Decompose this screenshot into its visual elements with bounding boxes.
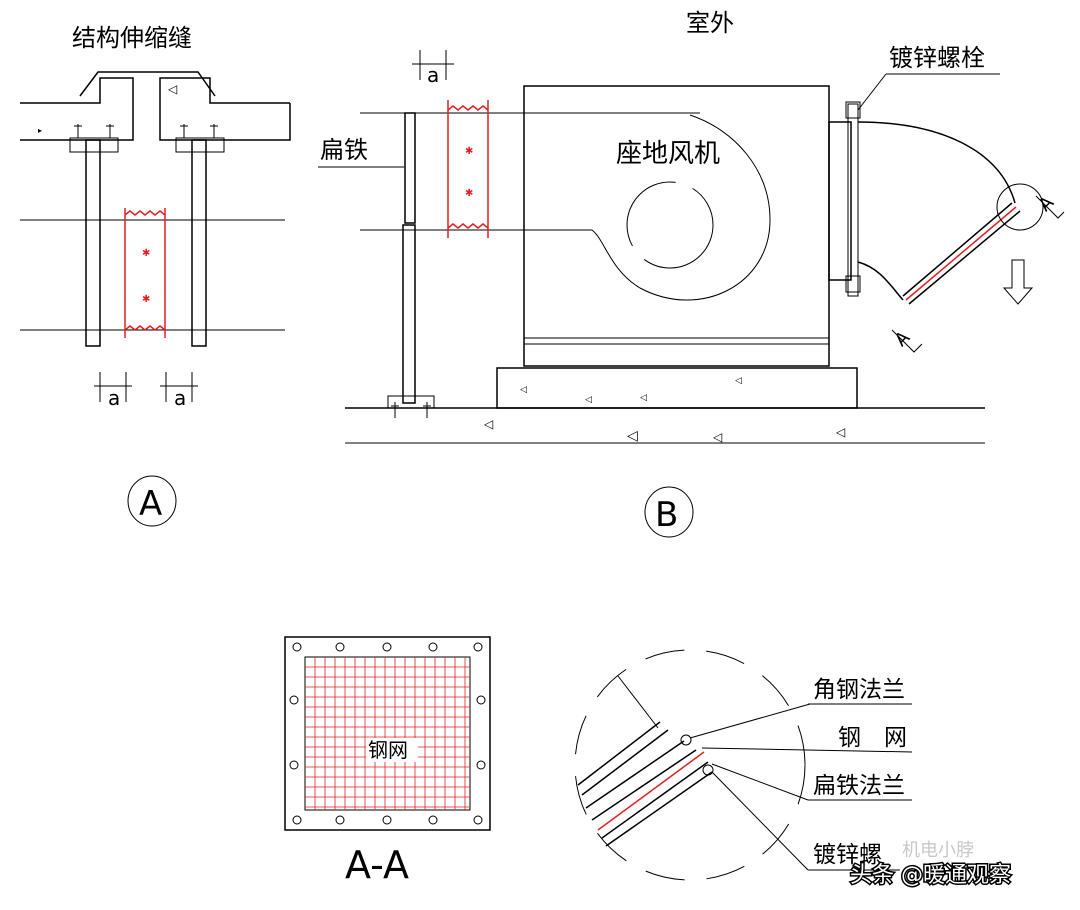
svg-text:◁: ◁ [520,385,527,395]
flat-iron-label: 扁铁 [320,136,368,164]
watermark: 机电小脖 头条 @暖通观察 [849,840,1013,890]
svg-text:a: a [427,63,439,87]
svg-text:◁: ◁ [483,417,493,431]
detail-b: 室外 镀锌螺栓 a 扁铁 ✱ ✱ [318,9,1065,538]
elbow-outer [857,121,1016,204]
fan-volute [545,114,771,301]
expansion-joint-label: 结构伸缩缝 [72,24,192,52]
watermark-faint: 机电小脖 [902,840,974,861]
svg-text:◁: ◁ [735,376,742,386]
section-title: A-A [345,843,409,887]
section-mark-top: A [1035,192,1065,219]
right-post [191,139,207,347]
angle-flange-label: 角钢法兰 [813,677,905,703]
fan-housing [523,85,830,367]
inclined-outlet [902,202,1021,305]
airflow-down-arrow [1002,259,1034,305]
elbow-inner [857,261,904,301]
enlarged-detail: 角钢法兰 钢 网 扁铁法兰 镀锌螺 [574,649,913,881]
left-post [85,139,101,347]
mesh-flange-frame [284,636,491,831]
svg-text:✱: ✱ [465,146,473,157]
canvas-connector-b: ✱ ✱ [447,100,489,238]
section-mark-bottom: A [891,327,923,353]
svg-text:✱: ✱ [142,294,150,305]
mesh-callout-label: 钢 网 [838,725,907,751]
dim-a-right: a [160,372,198,410]
detail-a-marker [127,475,177,527]
flat-iron-post-lower [402,224,416,404]
outdoor-label: 室外 [686,9,734,37]
steel-mesh-label: 钢网 [368,738,408,762]
section-a-a: 钢网 A-A [284,636,491,887]
svg-text:◁: ◁ [627,428,638,444]
detail-a: 结构伸缩缝 ◁ ▸ ✱ ✱ [20,24,291,527]
svg-text:◁: ◁ [167,82,177,96]
fan-label: 座地风机 [616,139,720,169]
detail-a-letter: A [139,484,162,524]
galv-bolt-callout-label: 镀锌螺 [813,842,882,868]
fan-impeller [626,181,714,269]
enlarged-circle [574,649,806,881]
enlarged-flange [577,721,714,847]
dim-a-top: a [412,50,454,87]
flange-bolt-holes [289,642,486,825]
dim-a-left: a [94,372,132,410]
canvas-connector-a: ✱ ✱ [124,208,166,338]
watermark-text: 头条 @暖通观察 [850,863,1011,888]
galv-bolt-label: 镀锌螺栓 [889,44,985,72]
svg-text:◁: ◁ [585,395,592,405]
svg-text:✱: ✱ [142,248,150,259]
steel-mesh-grid [305,657,470,810]
svg-text:a: a [108,386,120,410]
svg-text:◁: ◁ [712,430,722,444]
outlet-flange [828,121,852,281]
svg-text:◁: ◁ [835,425,845,439]
joint-cover [79,71,216,97]
svg-text:a: a [174,386,186,410]
svg-text:✱: ✱ [465,188,473,199]
slab-bolts [69,124,225,153]
detail-callout-circle [996,183,1044,231]
svg-text:◁: ◁ [640,393,647,403]
flat-iron-post-upper [404,112,416,224]
detail-b-marker [644,486,694,538]
svg-text:A: A [891,327,915,351]
right-slab [159,77,291,141]
detail-b-letter: B [655,495,678,535]
flat-iron-flange-label: 扁铁法兰 [813,773,905,799]
fan-base [496,367,858,409]
left-slab [20,77,134,141]
svg-text:▸: ▸ [38,126,42,135]
svg-text:A: A [1035,192,1059,216]
